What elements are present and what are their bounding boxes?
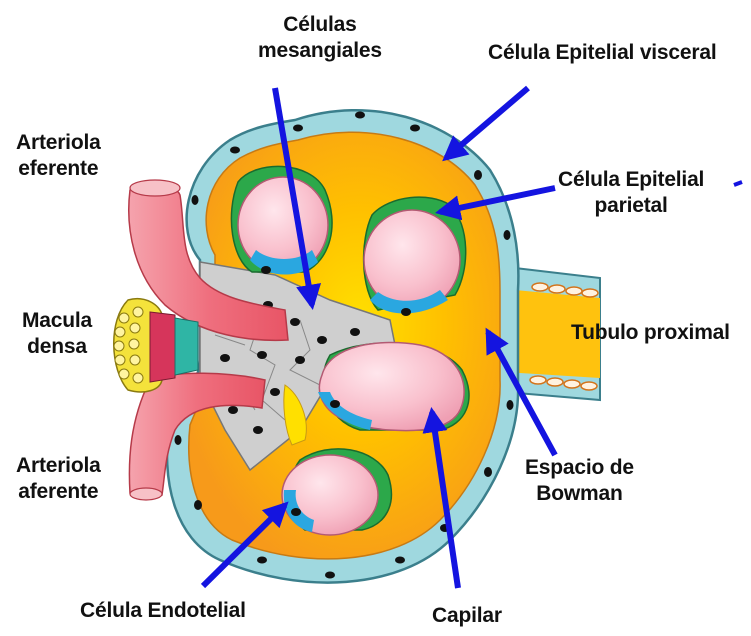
label-tubulo-proximal: Tubulo proximal xyxy=(571,320,730,346)
label-capilar: Capilar xyxy=(432,603,502,629)
label-espacio-de-bowman: Espacio de Bowman xyxy=(525,455,634,508)
label-celula-endotelial: Célula Endotelial xyxy=(80,598,246,624)
label-macula-densa: Macula densa xyxy=(22,308,92,361)
label-arteriola-eferente: Arteriola eferente xyxy=(16,130,101,183)
label-celula-epitelial-parietal: Célula Epitelial parietal xyxy=(558,167,704,220)
label-arteriola-aferente: Arteriola aferente xyxy=(16,453,101,506)
label-celula-epitelial-visceral: Célula Epitelial visceral xyxy=(488,40,716,66)
arrow-visceral xyxy=(446,88,528,158)
arrow-stub xyxy=(734,182,742,185)
label-celulas-mesangiales: Células mesangiales xyxy=(258,12,382,65)
